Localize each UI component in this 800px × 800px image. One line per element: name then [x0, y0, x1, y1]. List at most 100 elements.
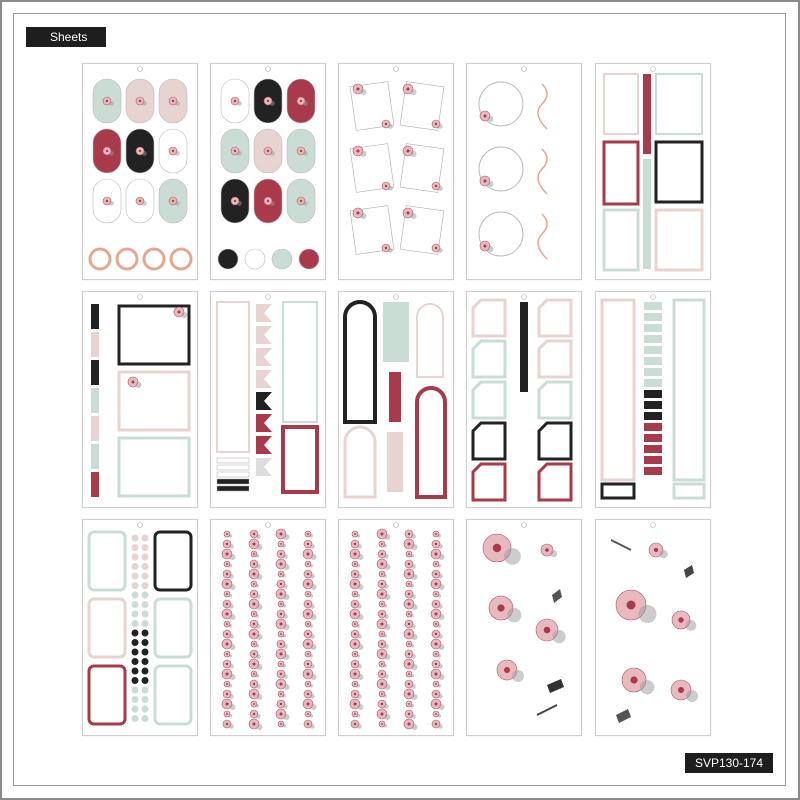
corner-box-sticker [537, 339, 573, 379]
flower-center [354, 593, 356, 595]
flower-center [354, 683, 356, 685]
flower-center [353, 692, 357, 696]
leaf [309, 654, 314, 658]
leaf [310, 574, 315, 579]
leaf [282, 694, 287, 698]
flower-center [307, 623, 309, 625]
dragonfly-sticker [536, 704, 558, 716]
leaf [310, 614, 317, 620]
leaf [438, 248, 443, 253]
leaf [282, 604, 287, 608]
flower-center [483, 179, 487, 183]
dot-sticker [141, 563, 149, 570]
flower-center [545, 548, 549, 552]
leaf [411, 594, 416, 599]
flower-center [253, 703, 255, 705]
label-sticker [600, 482, 636, 500]
corner-box-sticker [537, 298, 573, 338]
strip-sticker [91, 388, 99, 413]
flower-center [226, 563, 228, 565]
leaf [181, 312, 188, 318]
flag-sticker [644, 302, 662, 310]
floral-frame [349, 205, 395, 255]
dot-sticker [141, 620, 149, 627]
leaf [388, 186, 393, 191]
leaf [437, 594, 442, 598]
flower-center [252, 622, 256, 626]
leaf [437, 624, 442, 628]
flower-center [407, 592, 411, 596]
flower-center [630, 676, 638, 684]
leaf [438, 724, 443, 729]
leaf [411, 624, 416, 629]
flower-center [408, 673, 410, 675]
sku-label: SVP130-174 [685, 753, 773, 773]
flower-center [138, 99, 142, 103]
leaf [256, 574, 263, 580]
flag-sticker [644, 313, 662, 321]
leaf [384, 534, 391, 540]
floral-washi-strips-sheet-2 [338, 519, 454, 736]
flower-center [252, 572, 256, 576]
flower-center [306, 572, 310, 576]
flower-center [356, 211, 360, 215]
flower-center [299, 199, 303, 203]
flower-center [381, 693, 383, 695]
flower-center [279, 552, 283, 556]
tab-sticker [216, 471, 250, 478]
flower-center [435, 563, 437, 565]
leaf [357, 634, 362, 639]
leaf [256, 624, 261, 629]
flower-center [252, 682, 256, 686]
flower-center [306, 552, 310, 556]
flag-sticker [644, 445, 662, 453]
leaf [256, 714, 261, 719]
leaf [229, 694, 234, 699]
dot-sticker [131, 629, 139, 637]
flower-center [678, 617, 684, 623]
leaf [360, 151, 367, 157]
leaf [410, 554, 415, 558]
flag-sticker [644, 434, 662, 442]
flower-center [406, 211, 410, 215]
label-sticker [672, 482, 706, 500]
flower-center [353, 632, 357, 636]
leaf [356, 684, 361, 688]
leaf [410, 704, 415, 708]
leaf [229, 704, 236, 710]
leaf [228, 594, 233, 598]
flower-center [407, 622, 411, 626]
leaf [438, 604, 443, 609]
leaf [256, 564, 261, 569]
flag-sticker [256, 348, 272, 366]
flower-center [435, 593, 437, 595]
flower-center [381, 723, 383, 725]
flag-sticker [644, 335, 662, 343]
leaf [410, 644, 415, 648]
dot-sticker [131, 620, 139, 627]
flag-sticker [644, 401, 662, 409]
floral-frames-sheet [338, 63, 454, 280]
flower-center [279, 712, 283, 716]
sheets-section-label: Sheets [26, 27, 106, 47]
flower-center [504, 667, 510, 673]
dot-sticker [131, 639, 139, 646]
label-frame-sticker [153, 597, 193, 659]
flower-center [678, 687, 684, 693]
leaf [237, 151, 242, 156]
hang-hole [137, 522, 143, 528]
box-sticker [654, 140, 704, 204]
leaf [237, 201, 242, 206]
dot-sticker [131, 563, 139, 570]
flower-center [252, 722, 256, 726]
flower-center [280, 543, 282, 545]
flower-center [407, 602, 411, 606]
flower-center [435, 683, 437, 685]
flower-center [407, 662, 411, 666]
leaf [552, 630, 566, 644]
leaf [357, 694, 362, 699]
corner-box-sticker [471, 421, 507, 461]
leaf [283, 704, 288, 709]
leaf [109, 151, 114, 156]
flower-center [434, 552, 438, 556]
